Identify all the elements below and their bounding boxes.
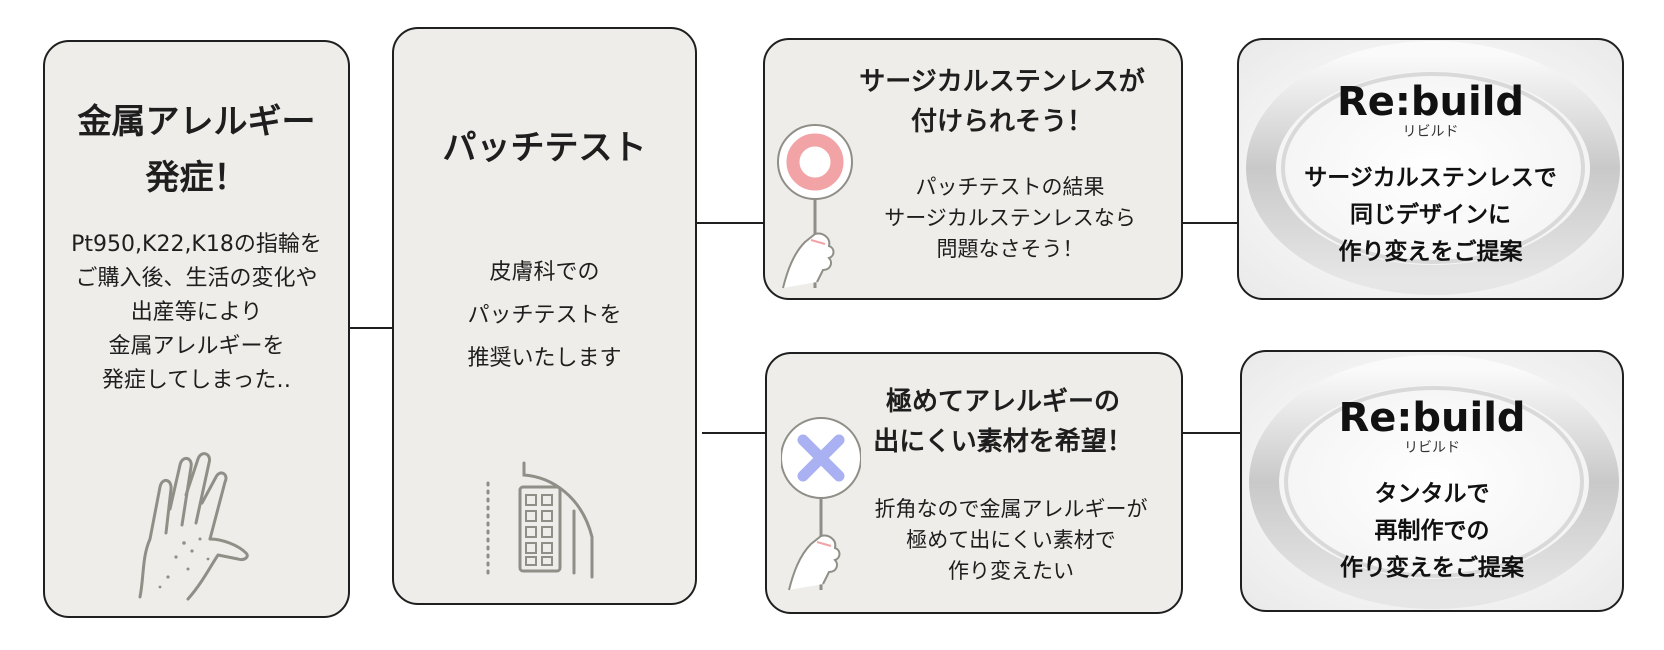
cross-sign-icon: [781, 417, 861, 591]
rebuild-tantalum-body-line: タンタルで: [1374, 481, 1490, 507]
stainless-ok-title: サージカルステンレスが 付けられそう！: [841, 62, 1163, 142]
rebuild-tantalum-body: タンタルで 再制作での 作り変えをご提案: [1242, 476, 1622, 587]
allergy-onset-title-line: 金属アレルギー: [77, 102, 316, 142]
allergy-onset-body-line: 発症してしまった‥: [101, 368, 292, 393]
connector-ok-result: [1182, 222, 1237, 224]
stainless-ok-card: サージカルステンレスが 付けられそう！ パッチテストの結果 サージカルステンレス…: [763, 38, 1183, 300]
low-allergy-body-line: 作り変えたい: [948, 559, 1074, 583]
patch-test-title: パッチテスト: [442, 128, 647, 168]
rebuild-tantalum-body-line: 作り変えをご提案: [1340, 555, 1524, 581]
allergy-onset-body-line: Pt950,K22,K18の指輪を: [71, 232, 322, 257]
brand-logo: Re:build: [1338, 395, 1526, 441]
rebuild-stainless-body-line: 作り変えをご提案: [1338, 239, 1523, 265]
allergy-onset-body: Pt950,K22,K18の指輪を ご購入後、生活の変化や 出産等により 金属ア…: [45, 228, 348, 398]
low-allergy-body-line: 極めて出にくい素材で: [906, 528, 1116, 552]
low-allergy-title: 極めてアレルギーの 出にくい素材を希望！: [843, 382, 1163, 462]
ring-icon: [1249, 355, 1619, 609]
rebuild-tantalum-body-line: 再制作での: [1374, 518, 1490, 544]
low-allergy-title-line: 出にくい素材を希望！: [873, 427, 1133, 457]
allergy-onset-body-line: 出産等により: [130, 300, 263, 325]
connector-step1-step2: [350, 327, 392, 329]
stainless-ok-body-line: 問題なさそう！: [936, 237, 1084, 261]
allergy-onset-title: 金属アレルギー 発症！: [45, 94, 348, 206]
stainless-ok-title-line: サージカルステンレスが: [859, 67, 1145, 97]
connector-step2-ng: [702, 432, 765, 434]
allergy-onset-body-line: ご購入後、生活の変化や: [75, 266, 318, 291]
patch-test-body: 皮膚科での パッチテストを 推奨いたします: [394, 251, 695, 380]
stainless-ok-body-line: パッチテストの結果: [915, 175, 1105, 199]
brand-logo-kana: リビルド: [1402, 124, 1459, 140]
circle-sign-icon: [777, 124, 853, 289]
patch-test-body-line: 推奨いたします: [467, 346, 622, 371]
patch-test-card: パッチテスト 皮膚科での パッチテストを 推奨いたします: [392, 27, 697, 605]
connector-step2-ok: [697, 222, 763, 224]
allergy-onset-card: 金属アレルギー 発症！ Pt950,K22,K18の指輪を ご購入後、生活の変化…: [43, 40, 350, 618]
stainless-ok-body: パッチテストの結果 サージカルステンレスなら 問題なさそう！: [855, 172, 1165, 265]
rebuild-stainless-card: Re:build リビルド サージカルステンレスで 同じデザインに 作り変えをご…: [1237, 38, 1624, 300]
low-allergy-body-line: 折角なので金属アレルギーが: [874, 497, 1148, 521]
allergy-onset-body-line: 金属アレルギーを: [108, 334, 285, 359]
allergy-onset-title-line: 発症！: [145, 158, 248, 198]
low-allergy-card: 極めてアレルギーの 出にくい素材を希望！ 折角なので金属アレルギーが 極めて出に…: [765, 352, 1183, 614]
patch-test-body-line: パッチテストを: [467, 303, 622, 328]
brand-logo: Re:build: [1336, 79, 1525, 125]
stainless-ok-body-line: サージカルステンレスなら: [884, 206, 1136, 230]
patch-test-body-line: 皮膚科での: [489, 260, 600, 285]
connector-ng-result: [1182, 432, 1240, 434]
low-allergy-body: 折角なので金属アレルギーが 極めて出にくい素材で 作り変えたい: [857, 494, 1165, 587]
rebuild-stainless-body: サージカルステンレスで 同じデザインに 作り変えをご提案: [1239, 160, 1622, 271]
hand-rash-icon: [138, 452, 249, 601]
rebuild-stainless-body-line: 同じデザインに: [1350, 202, 1511, 228]
ring-icon: [1246, 41, 1620, 295]
rebuild-tantalum-card: Re:build リビルド タンタルで 再制作での 作り変えをご提案: [1240, 350, 1624, 612]
rebuild-stainless-body-line: サージカルステンレスで: [1304, 165, 1557, 191]
low-allergy-title-line: 極めてアレルギーの: [885, 387, 1120, 417]
stainless-ok-title-line: 付けられそう！: [910, 107, 1093, 137]
hospital-building-icon: [486, 461, 594, 579]
brand-logo-kana: リビルド: [1404, 440, 1460, 456]
